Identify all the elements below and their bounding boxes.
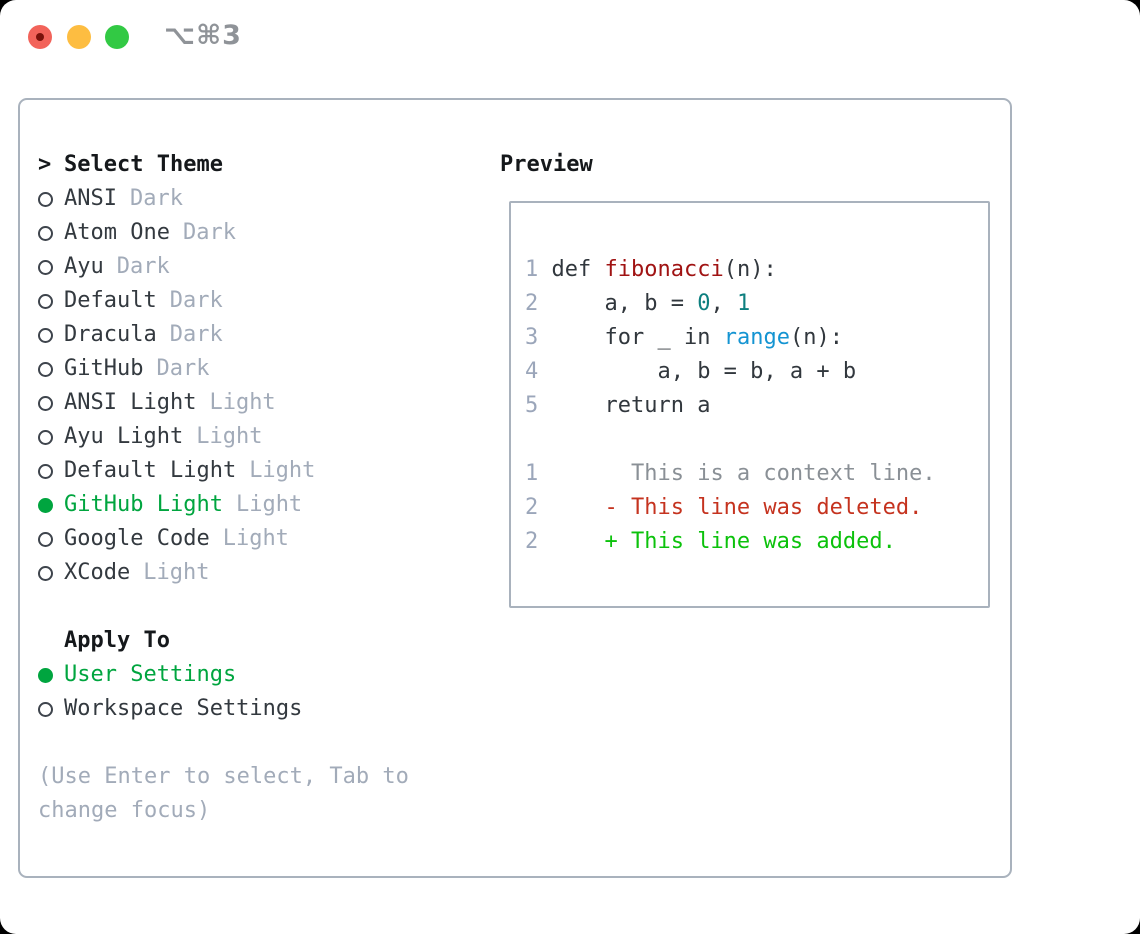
radio-icon [38,327,53,343]
diff-line-context: 1 This is a context line. [525,461,936,486]
radio-icon [38,463,53,479]
theme-variant-tag: Light [235,492,303,517]
apply-option-label: User Settings [64,662,237,687]
line-number: 2 [525,291,552,316]
diff-line-added: 2 + This line was added. [525,529,896,554]
code-preview: 1 def fibonacci(n): 2 a, b = 0, 1 3 for _ … [525,253,988,423]
window-title: ⌥⌘3 [164,20,242,51]
theme-option-google-code[interactable]: Google Code Light [38,522,438,556]
theme-option-github-light[interactable]: GitHub Light Light [38,488,438,522]
line-number: 1 [525,257,552,282]
help-text: (Use Enter to select, Tab to change focu… [38,764,409,823]
radio-icon [38,531,53,547]
radio-icon [38,565,53,581]
minimize-button[interactable] [67,25,91,49]
prompt-marker: > [38,152,52,177]
select-theme-title: Select Theme [64,152,223,177]
theme-option-dracula[interactable]: Dracula Dark [38,318,438,352]
theme-option-ansi[interactable]: ANSI Dark [38,182,438,216]
code-line: 5 return a [525,393,711,418]
code-line: 1 def fibonacci(n): [525,257,777,282]
radio-icon [38,429,53,445]
theme-variant-tag: Dark [182,220,236,245]
code-line: 2 a, b = 0, 1 [525,291,751,316]
apply-to-header: Apply To [38,624,438,658]
theme-name: GitHub [64,356,144,381]
theme-picker-panel [18,98,1012,878]
theme-option-default[interactable]: Default Dark [38,284,438,318]
theme-variant-tag: Light [196,424,263,449]
theme-name: Dracula [64,322,157,347]
theme-variant-tag: Dark [156,356,210,381]
radio-icon [38,225,53,241]
line-number: 3 [525,325,552,350]
maximize-button[interactable] [105,25,129,49]
line-number: 4 [525,359,552,384]
theme-option-atom-one[interactable]: Atom One Dark [38,216,438,250]
apply-option-workspace-settings[interactable]: Workspace Settings [38,692,438,726]
theme-option-github[interactable]: GitHub Dark [38,352,438,386]
line-number: 5 [525,393,552,418]
theme-name: Ayu Light [64,424,184,449]
theme-name: Ayu [64,254,104,279]
apply-option-label: Workspace Settings [64,696,303,721]
theme-variant-tag: Light [222,526,289,551]
theme-option-ayu[interactable]: Ayu Dark [38,250,438,284]
radio-icon [38,293,53,309]
code-line: 4 a, b = b, a + b [525,359,857,384]
theme-name: ANSI [64,186,117,211]
preview-title: Preview [500,152,593,177]
radio-icon [38,361,53,377]
theme-name: Default [64,288,157,313]
radio-icon [38,395,53,411]
preview-pane: 1 def fibonacci(n): 2 a, b = 0, 1 3 for _ … [509,201,990,608]
titlebar: ⌥⌘3 [0,0,1140,74]
diff-preview: 1 This is a context line. 2 - This line w… [525,457,988,559]
theme-variant-tag: Light [249,458,316,483]
theme-variant-tag: Dark [129,186,183,211]
radio-icon [38,497,53,513]
theme-name: XCode [64,560,131,585]
theme-option-ansi-light[interactable]: ANSI Light Light [38,386,438,420]
code-line: 3 for _ in range(n): [525,325,843,350]
theme-variant-tag: Light [209,390,276,415]
radio-icon [38,259,53,275]
radio-icon [38,191,53,207]
theme-name: ANSI Light [64,390,197,415]
theme-option-xcode[interactable]: XCode Light [38,556,438,590]
apply-to-title: Apply To [64,628,170,653]
theme-variant-tag: Light [143,560,210,585]
line-number: 1 [525,461,552,486]
theme-name: GitHub Light [64,492,223,517]
theme-name: Atom One [64,220,170,245]
radio-icon [38,667,53,683]
theme-name: Default Light [64,458,237,483]
theme-option-ayu-light[interactable]: Ayu Light Light [38,420,438,454]
theme-name: Google Code [64,526,210,551]
theme-variant-tag: Dark [169,288,223,313]
apply-option-user-settings[interactable]: User Settings [38,658,438,692]
theme-variant-tag: Dark [116,254,170,279]
theme-option-default-light[interactable]: Default Light Light [38,454,438,488]
line-number: 2 [525,495,552,520]
diff-line-deleted: 2 - This line was deleted. [525,495,923,520]
close-button[interactable] [28,25,52,49]
select-theme-header: > Select Theme [38,148,438,182]
line-number: 2 [525,529,552,554]
theme-variant-tag: Dark [169,322,223,347]
radio-icon [38,701,53,717]
